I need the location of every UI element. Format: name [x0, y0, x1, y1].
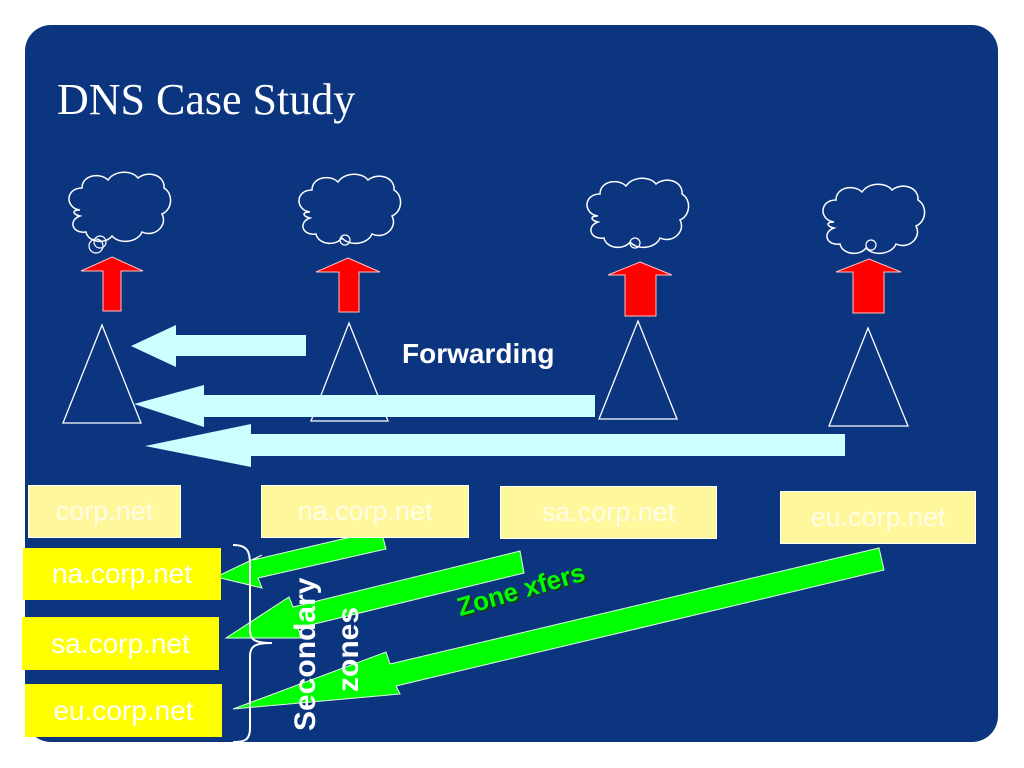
slide-title: DNS Case Study: [57, 75, 356, 124]
cloud-icon: [68, 171, 172, 254]
forwarding-arrow: [131, 325, 306, 367]
zone-xfer-arrow: [214, 529, 387, 589]
secondary-zones-label-line1: Secondary: [289, 577, 322, 731]
primary-zone-eu: eu.corp.net: [780, 491, 976, 544]
cloud-icon: [822, 183, 926, 255]
secondary-zone-na: na.corp.net: [23, 548, 221, 600]
primary-zone-sa: sa.corp.net: [500, 486, 717, 539]
forwarding-label: Forwarding: [402, 338, 555, 369]
secondary-zones-label-line2: zones: [332, 606, 365, 692]
triangle-server-icon: [62, 323, 142, 424]
secondary-zone-eu: eu.corp.net: [25, 684, 222, 737]
forwarding-arrow: [145, 424, 845, 467]
forwarding-arrow: [134, 385, 595, 427]
cloud-icon: [586, 177, 690, 249]
cloud-icon: [298, 173, 402, 246]
up-arrow-icon: [835, 258, 902, 314]
primary-zone-corp: corp.net: [28, 485, 181, 538]
triangle-server-icon: [828, 326, 909, 427]
up-arrow-icon: [80, 256, 144, 312]
primary-zone-na: na.corp.net: [261, 485, 469, 538]
up-arrow-icon: [607, 261, 673, 317]
triangle-server-icon: [598, 319, 678, 420]
triangle-server-icon: [310, 321, 389, 422]
zone-xfer-arrow: [224, 550, 525, 639]
secondary-zones-brace: [232, 544, 273, 743]
secondary-zone-sa: sa.corp.net: [22, 617, 219, 670]
zone-xfer-arrow: [232, 547, 885, 710]
up-arrow-icon: [315, 257, 381, 313]
